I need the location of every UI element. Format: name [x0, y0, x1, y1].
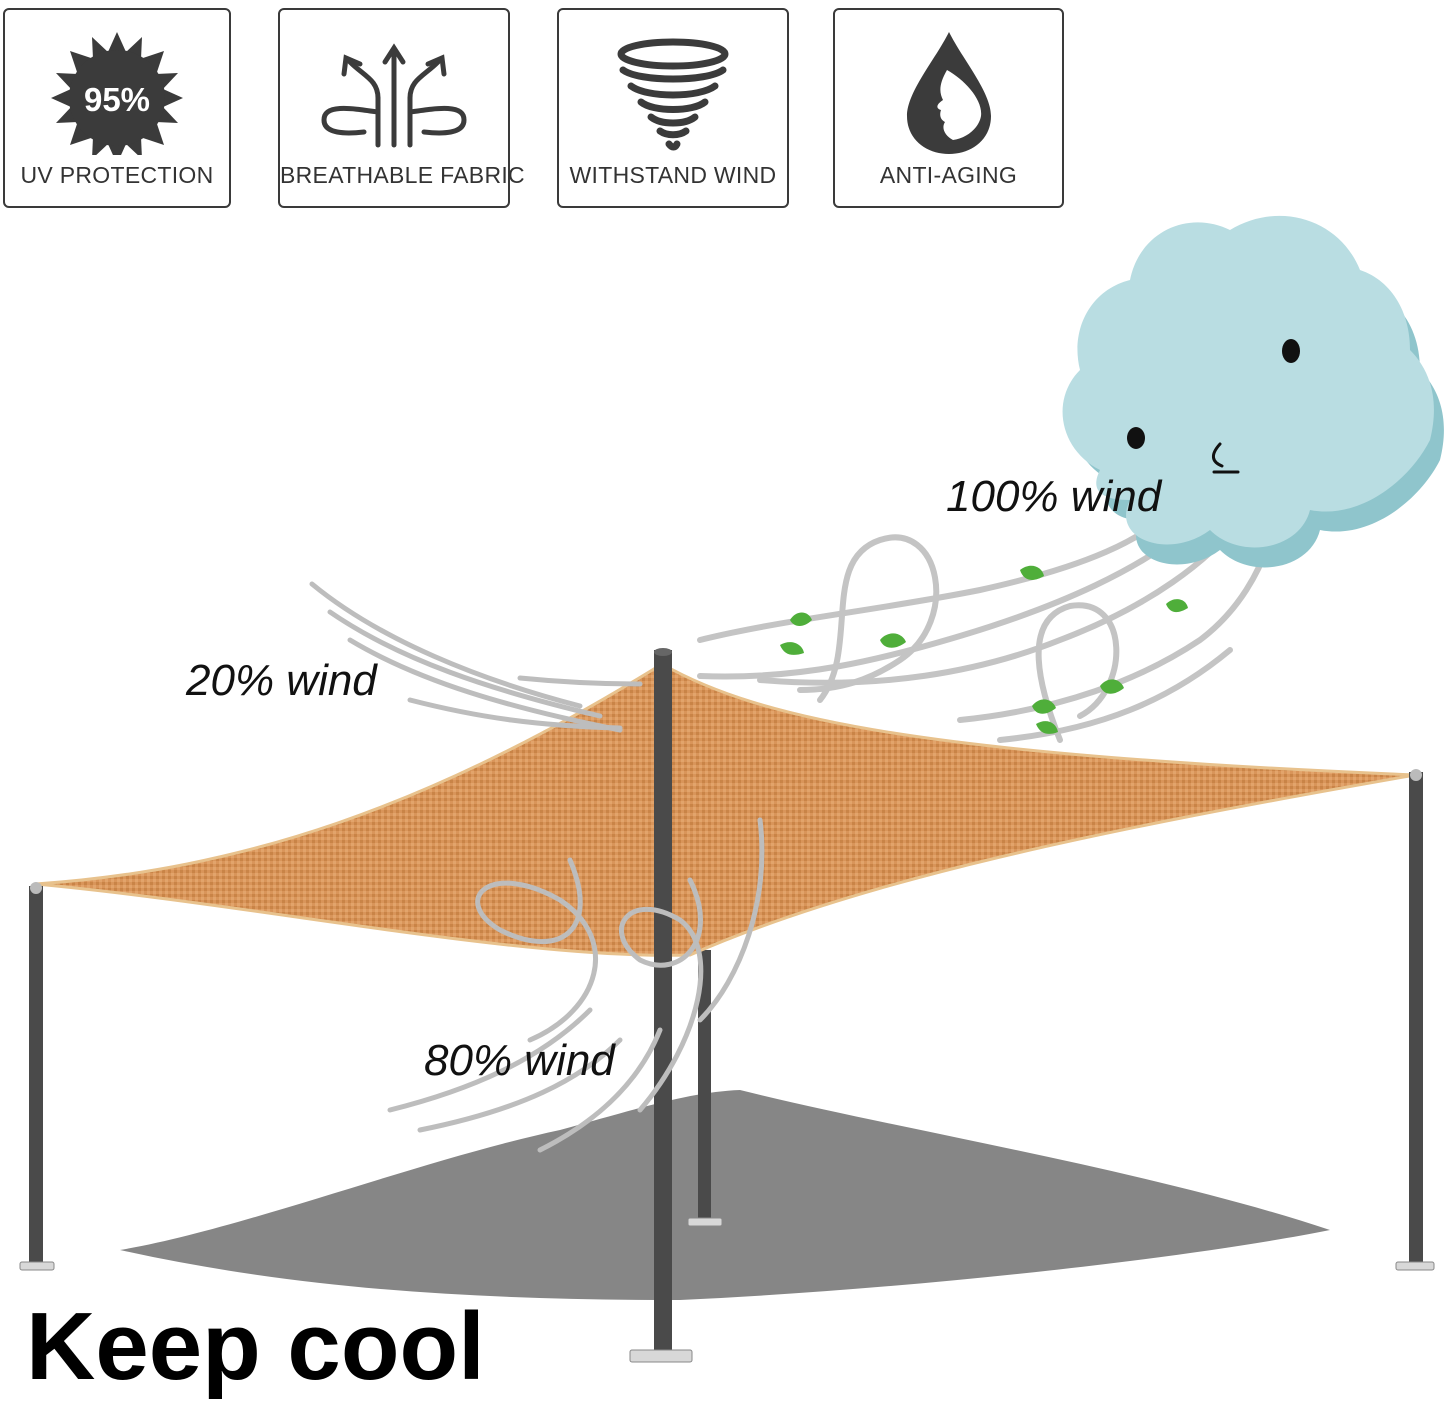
- badge-label: BREATHABLE FABRIC: [280, 162, 525, 188]
- badge-withstand-wind: WITHSTAND WIND: [557, 8, 789, 208]
- wind-label-full: 100% wind: [946, 472, 1162, 521]
- cloud-character: [1062, 215, 1444, 568]
- wind-streams-passing: [387, 817, 765, 1153]
- front-pole: [654, 650, 672, 1355]
- airflow-arrows-icon: [280, 20, 508, 155]
- badge-label: UV PROTECTION: [20, 162, 214, 188]
- badge-uv-protection: 95% UV PROTECTION: [3, 8, 231, 208]
- wind-streams-reflected: [309, 581, 643, 733]
- wind-label-reduced: 20% wind: [186, 656, 377, 705]
- water-drop-face-icon: [835, 20, 1062, 155]
- cloud-eye-right: [1282, 339, 1300, 363]
- cloud-mouth: [1212, 442, 1240, 474]
- leaves: [780, 565, 1188, 734]
- shade-sail: [35, 662, 1416, 957]
- badge-label: ANTI-AGING: [879, 162, 1018, 188]
- tornado-icon: [559, 20, 787, 155]
- badge-label: WITHSTAND WIND: [569, 162, 777, 188]
- wind-streams-incoming: [697, 497, 1273, 743]
- uv-percent-text: 95%: [84, 81, 150, 118]
- headline-keep-cool: Keep cool: [26, 1293, 485, 1400]
- left-pole: [29, 886, 43, 1264]
- wind-label-passed: 80% wind: [424, 1036, 615, 1085]
- sun-icon: 95%: [5, 20, 229, 164]
- badge-anti-aging: ANTI-AGING: [833, 8, 1064, 208]
- right-pole: [1409, 772, 1423, 1264]
- ground-shadow: [120, 1090, 1330, 1300]
- cloud-eye-left: [1127, 427, 1145, 449]
- badge-breathable-fabric: BREATHABLE FABRIC: [278, 8, 525, 208]
